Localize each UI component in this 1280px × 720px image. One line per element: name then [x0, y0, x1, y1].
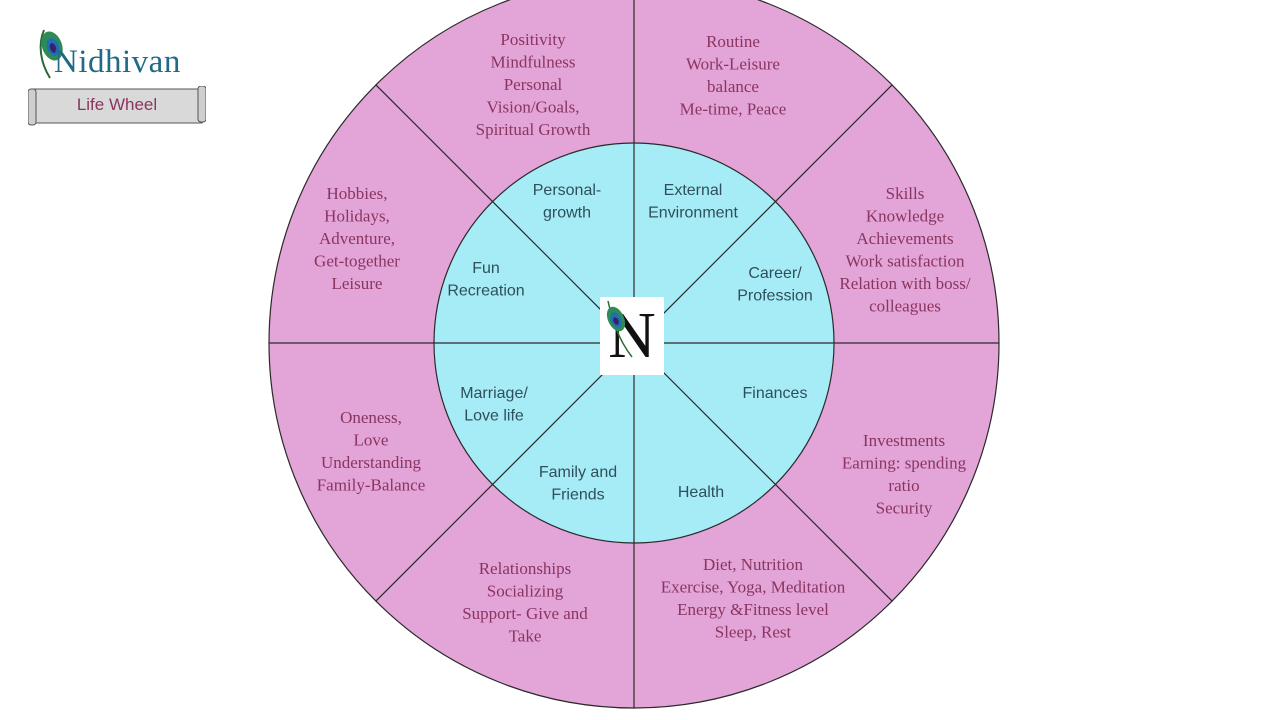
outer-label-external-environment-line: balance: [707, 77, 759, 96]
outer-label-finances-line: Earning: spending: [842, 454, 967, 473]
brand-logo: Nidhivan: [36, 26, 216, 82]
outer-label-career-profession-line: Knowledge: [866, 207, 944, 226]
scroll-banner-icon: [27, 85, 207, 126]
inner-label-health-line: Health: [678, 484, 724, 501]
outer-label-career-profession-line: Skills: [886, 184, 925, 203]
outer-label-family-friends-line: Take: [509, 627, 542, 646]
inner-label-external-environment-line: External: [664, 182, 723, 199]
inner-label-personal-growth-line: Personal-: [533, 182, 601, 199]
outer-label-family-friends-line: Socializing: [487, 582, 564, 601]
page-title: Life Wheel: [76, 95, 158, 114]
inner-label-family-friends-line: Family and: [539, 464, 617, 481]
outer-label-external-environment-line: Me-time, Peace: [680, 100, 787, 119]
outer-label-external-environment-line: Work-Leisure: [686, 55, 780, 74]
inner-label-personal-growth: Personal-growth: [533, 182, 601, 222]
inner-label-health: Health: [678, 484, 724, 501]
life-wheel-banner: Life Wheel: [27, 85, 207, 126]
outer-label-family-friends-line: Relationships: [479, 559, 572, 578]
outer-label-finances-line: ratio: [888, 476, 919, 495]
outer-label-personal-growth-line: Personal: [504, 75, 563, 94]
outer-label-marriage-love-line: Love: [354, 431, 389, 450]
outer-label-personal-growth-line: Positivity: [500, 30, 566, 49]
outer-label-fun-recreation-line: Get-together: [314, 252, 400, 271]
outer-label-health-line: Sleep, Rest: [715, 623, 792, 642]
inner-label-fun-recreation-line: Recreation: [447, 283, 524, 300]
outer-label-finances-line: Investments: [863, 431, 945, 450]
outer-label-fun-recreation-line: Holidays,: [324, 207, 390, 226]
inner-label-finances: Finances: [743, 385, 808, 402]
outer-label-health-line: Energy &Fitness level: [677, 600, 829, 619]
outer-label-health-line: Exercise, Yoga, Meditation: [661, 578, 846, 597]
outer-label-finances-line: Security: [876, 499, 933, 518]
outer-label-career-profession-line: Work satisfaction: [845, 252, 965, 271]
outer-label-personal-growth-line: Spiritual Growth: [476, 120, 591, 139]
outer-label-career-profession-line: Relation with boss/: [839, 274, 971, 293]
center-logo: N: [600, 297, 664, 375]
inner-label-career-profession-line: Profession: [737, 288, 813, 305]
outer-label-family-friends-line: Support- Give and: [462, 604, 588, 623]
brand-name: Nidhivan: [54, 44, 181, 80]
inner-label-external-environment-line: Environment: [648, 205, 738, 222]
outer-label-external-environment-line: Routine: [706, 32, 760, 51]
outer-label-marriage-love-line: Understanding: [321, 453, 422, 472]
outer-label-fun-recreation-line: Leisure: [332, 274, 383, 293]
outer-label-health-line: Diet, Nutrition: [703, 555, 804, 574]
outer-label-personal-growth-line: Mindfulness: [491, 53, 576, 72]
inner-label-career-profession: Career/Profession: [737, 265, 813, 305]
outer-label-marriage-love-line: Oneness,: [340, 408, 402, 427]
outer-label-career-profession-line: Achievements: [856, 229, 953, 248]
inner-label-marriage-love-line: Marriage/: [460, 385, 528, 402]
outer-label-career-profession-line: colleagues: [869, 297, 941, 316]
inner-label-marriage-love-line: Love life: [464, 408, 524, 425]
inner-label-finances-line: Finances: [743, 385, 808, 402]
outer-label-marriage-love-line: Family-Balance: [317, 476, 426, 495]
inner-label-career-profession-line: Career/: [748, 265, 802, 282]
outer-label-personal-growth-line: Vision/Goals,: [487, 98, 580, 117]
inner-label-marriage-love: Marriage/Love life: [460, 385, 528, 425]
inner-label-family-friends-line: Friends: [551, 487, 604, 504]
peacock-feather-icon: [606, 300, 633, 358]
inner-label-personal-growth-line: growth: [543, 205, 591, 222]
inner-label-fun-recreation-line: Fun: [472, 260, 500, 277]
outer-label-fun-recreation-line: Adventure,: [319, 229, 395, 248]
outer-label-fun-recreation-line: Hobbies,: [327, 184, 388, 203]
peacock-feather-icon: [39, 29, 63, 79]
